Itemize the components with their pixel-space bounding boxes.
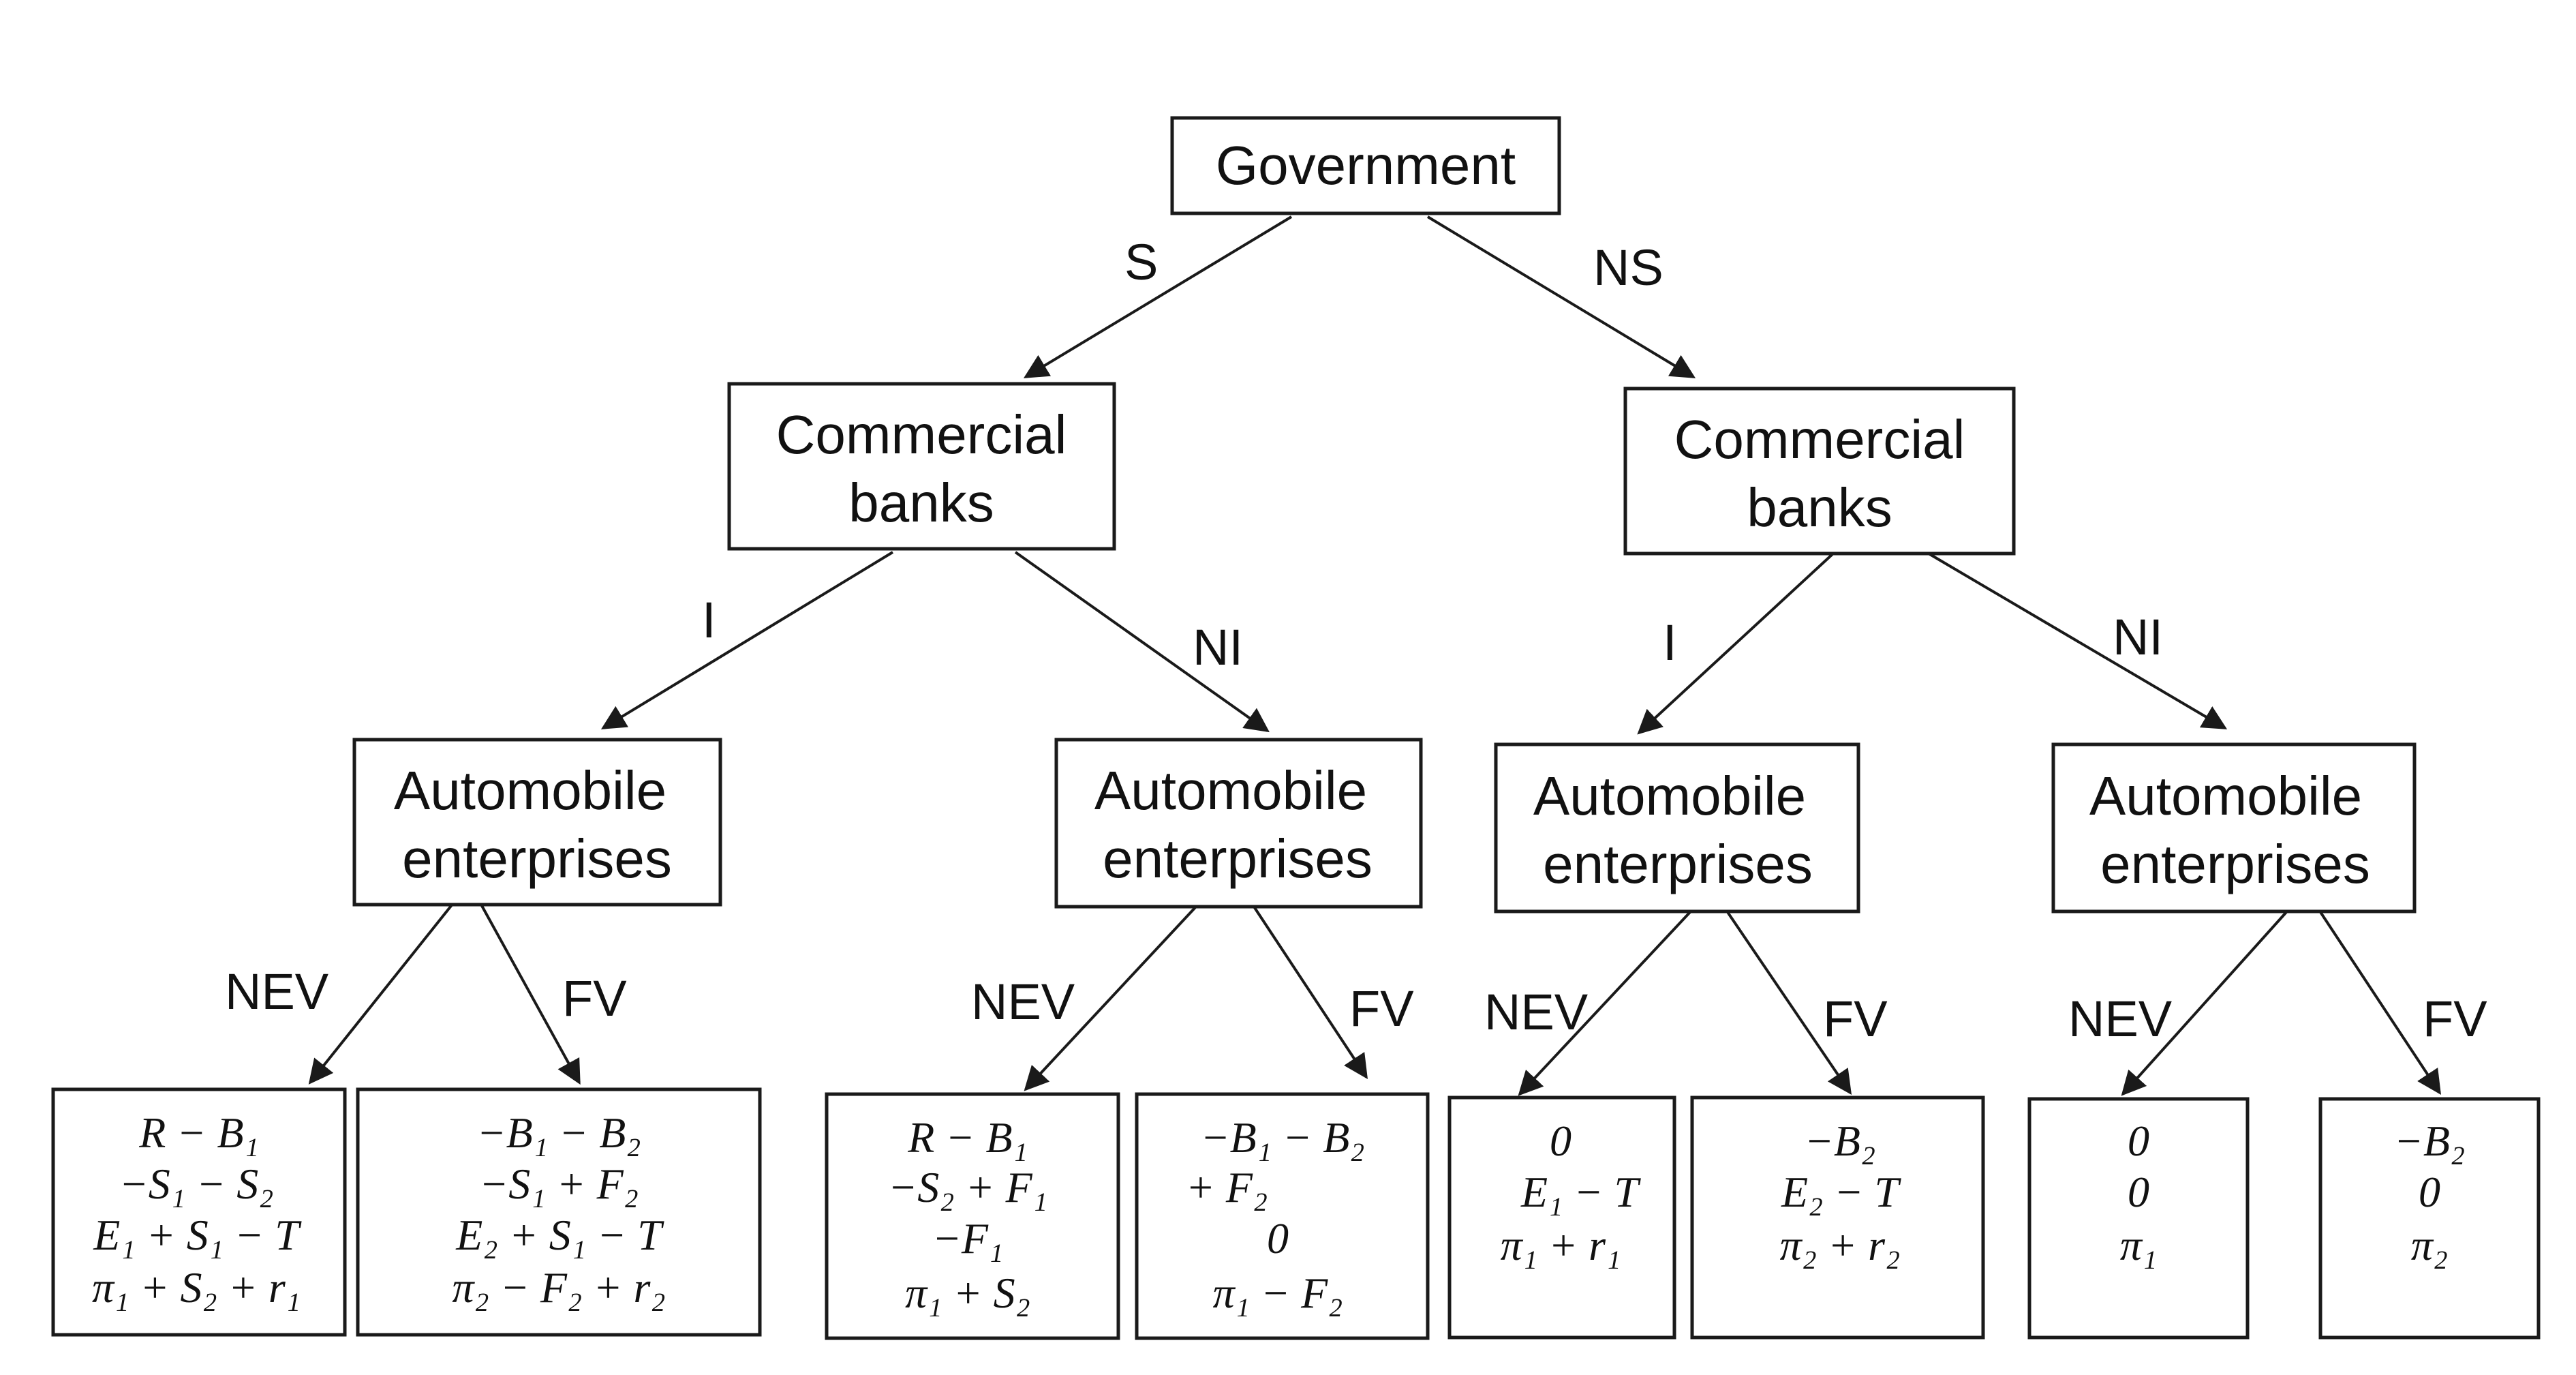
node-enterprise-1: Automobile enterprises — [352, 738, 722, 907]
edge-ent-2-to-payoff-4 — [1253, 905, 1368, 1080]
enterprise-1-line1: Automobile — [394, 760, 666, 821]
payoff-2-line1: −B₁ − B₂ — [476, 1108, 641, 1157]
label-gov-left: S — [1124, 234, 1158, 290]
payoff-1-line4: π₁ + S₂ + r₁ — [92, 1263, 301, 1312]
payoff-1-line3: E₁ + S₁ − T — [93, 1211, 302, 1259]
payoff-box-6: −B₂ E₂ − T π₂ + r₂ — [1690, 1096, 1985, 1340]
payoff-5-line2: E₁ − T — [1520, 1168, 1642, 1216]
payoff-5-line3: π₁ + r₁ — [1501, 1221, 1621, 1269]
payoff-8-line1: −B₂ — [2394, 1117, 2466, 1165]
edge-ent-3-to-payoff-5 — [1518, 911, 1691, 1096]
payoff-2-line4: π₂ − F₂ + r₂ — [452, 1263, 665, 1312]
label-bank-left-b: NI — [1193, 619, 1243, 676]
edge-ent-2-to-payoff-3 — [1024, 905, 1197, 1091]
label-ent-3-left: NEV — [1484, 984, 1589, 1040]
payoff-4-line4: π₁ − F₂ — [1213, 1269, 1343, 1317]
payoff-4-line3: 0 — [1267, 1214, 1289, 1263]
edge-bank-right-to-ent-4 — [1927, 552, 2228, 729]
enterprise-2-line1: Automobile — [1094, 760, 1367, 821]
payoff-4-line1: −B₁ − B₂ — [1200, 1113, 1364, 1162]
label-ent-3-right: FV — [1823, 991, 1888, 1047]
edge-gov-to-bank-left — [1023, 215, 1293, 378]
payoff-1-line1: R − B₁ — [138, 1108, 259, 1157]
edge-labels: S NS I NI I NI NEV FV NEV FV NEV FV NEV … — [225, 234, 2487, 1047]
payoff-4-line2: + F₂ — [1186, 1163, 1268, 1211]
payoff-7-line1: 0 — [2128, 1117, 2149, 1165]
payoff-2-line3: E₂ + S₁ − T — [455, 1211, 664, 1259]
payoff-3-line3: −F₁ — [932, 1214, 1004, 1263]
enterprise-3-line1: Automobile — [1533, 766, 1806, 826]
payoff-8-line2: 0 — [2419, 1168, 2440, 1216]
payoff-3-line1: R − B₁ — [907, 1113, 1028, 1162]
label-bank-right-a: I — [1663, 614, 1677, 671]
label-bank-right-b: NI — [2113, 609, 2163, 665]
payoff-3-line2: −S₂ + F₁ — [888, 1163, 1047, 1211]
label-ent-2-right: FV — [1349, 980, 1414, 1037]
edge-ent-4-to-payoff-8 — [2319, 911, 2441, 1096]
node-bank-left: Commercial banks — [727, 382, 1116, 551]
payoff-box-7: 0 0 π₁ — [2027, 1097, 2250, 1340]
payoff-box-5: 0 E₁ − T π₁ + r₁ — [1447, 1096, 1676, 1340]
node-bank-right: Commercial banks — [1623, 387, 2016, 556]
payoff-3-line4: π₁ + S₂ — [905, 1269, 1030, 1317]
edge-ent-1-to-payoff-1 — [308, 902, 455, 1085]
label-ent-1-right: FV — [562, 970, 627, 1027]
payoff-1-line2: −S₁ − S₂ — [119, 1160, 274, 1208]
edge-bank-right-to-ent-3 — [1637, 552, 1835, 735]
enterprise-2-line2: enterprises — [1103, 828, 1373, 889]
enterprise-1-line2: enterprises — [402, 828, 672, 889]
payoff-7-line3: π₁ — [2120, 1221, 2157, 1269]
payoff-box-4: −B₁ − B₂ + F₂ 0 π₁ − F₂ — [1135, 1092, 1430, 1340]
edge-bank-left-to-ent-2 — [1014, 551, 1270, 733]
label-ent-2-left: NEV — [971, 973, 1075, 1030]
edge-ent-1-to-payoff-2 — [479, 903, 581, 1085]
label-gov-right: NS — [1593, 239, 1663, 296]
bank-right-line2: banks — [1747, 477, 1892, 538]
payoff-6-line3: π₂ + r₂ — [1780, 1221, 1901, 1269]
label-bank-left-a: I — [702, 592, 716, 648]
node-enterprise-3: Automobile enterprises — [1494, 742, 1860, 913]
label-ent-1-left: NEV — [225, 963, 329, 1020]
enterprise-4-line2: enterprises — [2100, 834, 2370, 894]
bank-left-line1: Commercial — [776, 404, 1067, 465]
payoff-8-line3: π₂ — [2411, 1221, 2448, 1269]
edge-ent-4-to-payoff-7 — [2121, 911, 2288, 1096]
payoff-7-line2: 0 — [2128, 1168, 2149, 1216]
node-government-label: Government — [1216, 135, 1516, 196]
bank-right-line1: Commercial — [1674, 409, 1965, 470]
node-enterprise-4: Automobile enterprises — [2051, 742, 2417, 913]
edge-bank-left-to-ent-1 — [600, 551, 894, 729]
payoff-box-2: −B₁ − B₂ −S₁ + F₂ E₂ + S₁ − T π₂ − F₂ + … — [356, 1087, 762, 1337]
node-government: Government — [1170, 116, 1561, 215]
payoff-box-8: −B₂ 0 π₂ — [2318, 1097, 2541, 1340]
payoff-box-1: R − B₁ −S₁ − S₂ E₁ + S₁ − T π₁ + S₂ + r₁ — [51, 1087, 347, 1337]
payoff-box-3: R − B₁ −S₂ + F₁ −F₁ π₁ + S₂ — [825, 1092, 1120, 1340]
enterprise-3-line2: enterprises — [1543, 834, 1813, 894]
enterprise-4-line1: Automobile — [2089, 766, 2362, 826]
node-enterprise-2: Automobile enterprises — [1054, 738, 1423, 909]
label-ent-4-right: FV — [2423, 991, 2487, 1047]
payoff-2-line2: −S₁ + F₂ — [479, 1160, 639, 1208]
edges — [308, 215, 2441, 1096]
bank-left-line2: banks — [848, 472, 994, 533]
payoff-5-line1: 0 — [1550, 1117, 1571, 1165]
label-ent-4-left: NEV — [2068, 991, 2173, 1047]
edge-gov-to-bank-right — [1426, 215, 1696, 378]
payoff-6-line2: E₂ − T — [1781, 1168, 1902, 1216]
edge-ent-3-to-payoff-6 — [1726, 911, 1852, 1095]
payoff-6-line1: −B₂ — [1805, 1117, 1876, 1165]
